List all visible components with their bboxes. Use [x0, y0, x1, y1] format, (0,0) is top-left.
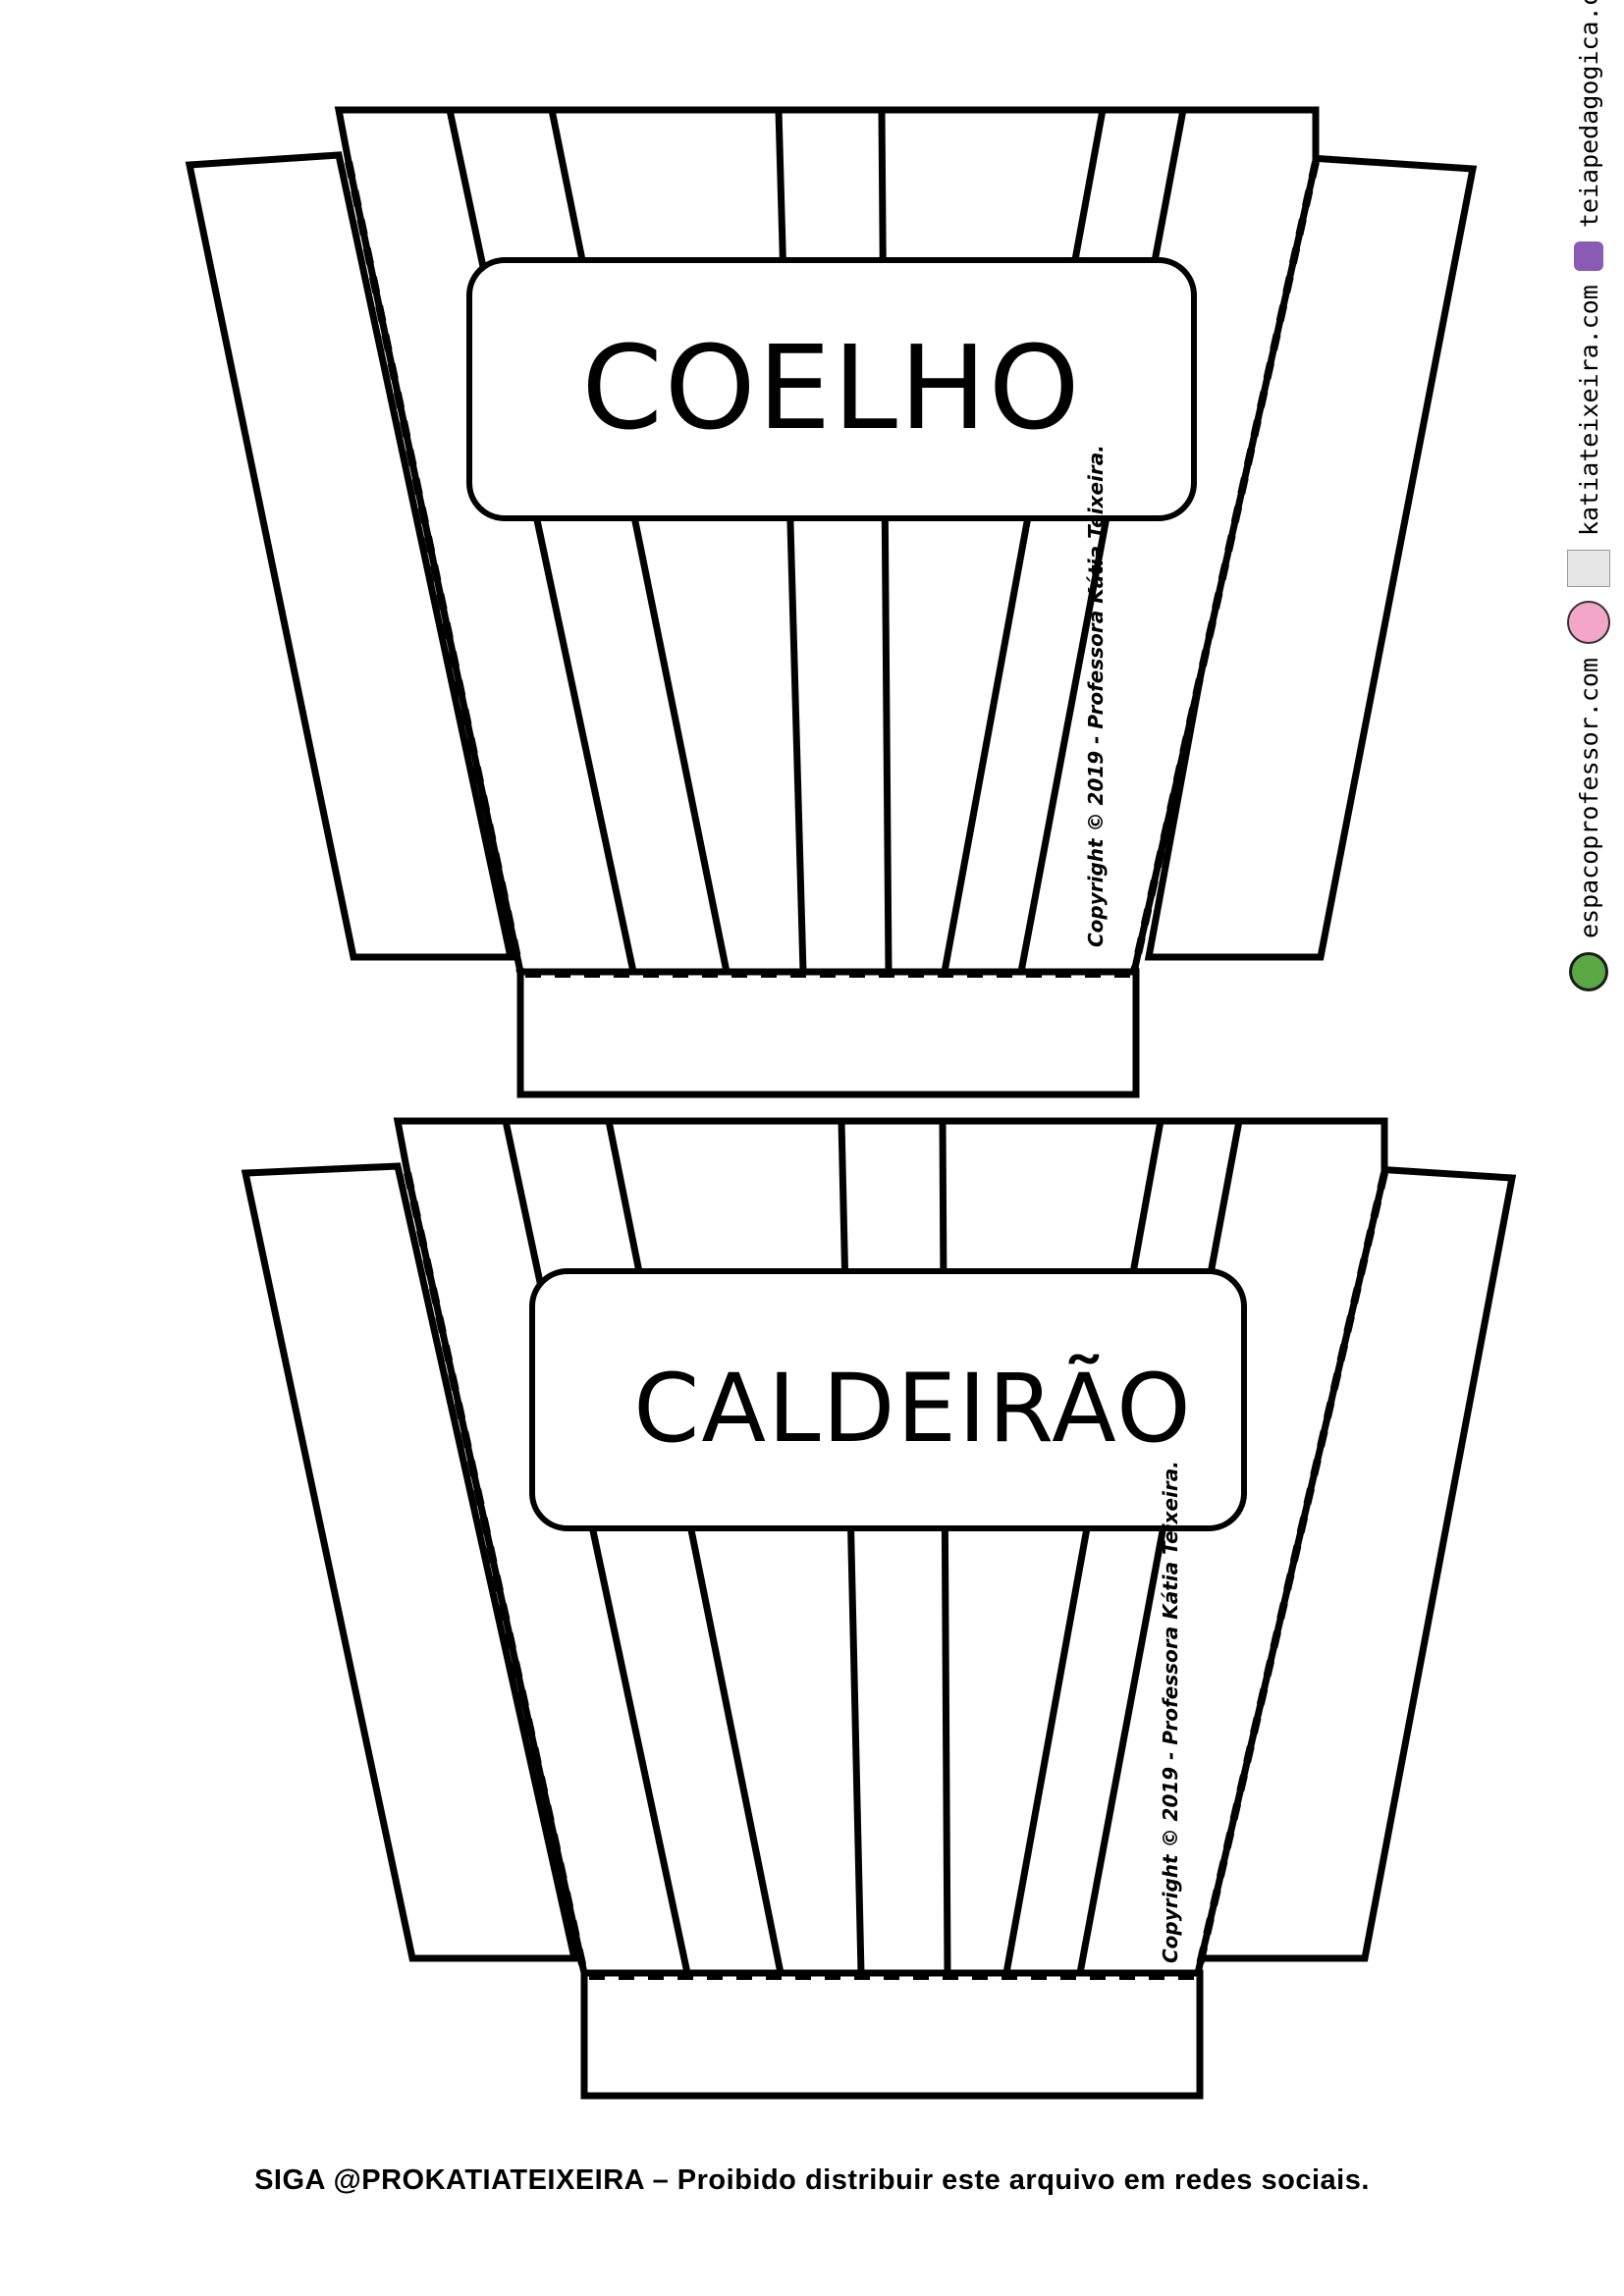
footer-text: Proibido distribuir este arquivo em rede…: [677, 2164, 1370, 2196]
katiateixeira-avatar-icon: [1567, 601, 1610, 645]
fold-line-right: [1194, 1172, 1388, 1974]
left-flap: [185, 151, 515, 961]
label-box-1: [466, 257, 1197, 521]
fold-line-right: [1130, 161, 1320, 973]
left-flap: [241, 1162, 579, 1962]
fold-line-left: [345, 161, 524, 973]
espacoprofessor-logo-icon: [1569, 952, 1608, 991]
footer-handle: SIGA @PROKATIATEIXEIRA: [254, 2164, 645, 2196]
footer-notice: SIGA @PROKATIATEIXEIRA – Proibido distri…: [0, 2164, 1624, 2197]
footer-separator: –: [644, 2164, 677, 2196]
label-box-2: [529, 1268, 1247, 1531]
site-espacoprofessor: espacoprofessor.com: [1574, 658, 1603, 938]
bottom-tab: [580, 1969, 1204, 2100]
label-text-1: COELHO: [581, 320, 1082, 455]
copyright-2: Copyright © 2019 - Professora Kátia Teix…: [1159, 1461, 1182, 1963]
fold-line-left: [404, 1172, 588, 1974]
katiateixeira-badge-icon: [1567, 550, 1610, 588]
site-katiateixeira: katiateixeira.com: [1574, 285, 1603, 537]
site-teiapedagogica: teiapedagogica.com: [1574, 0, 1603, 229]
label-text-2: CALDEIRÃO: [633, 1354, 1193, 1464]
teiapedagogica-logo-icon: [1574, 241, 1603, 272]
